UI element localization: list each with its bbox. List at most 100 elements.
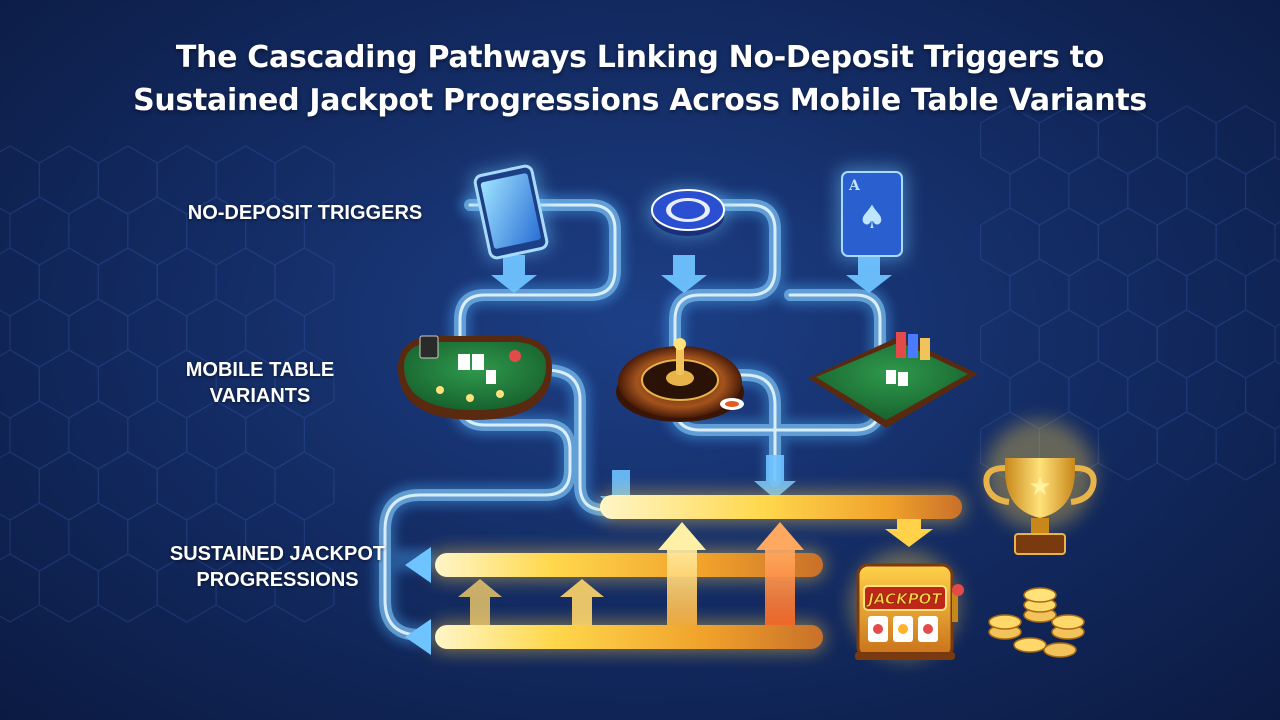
upward-progression-arrows	[458, 522, 804, 625]
hexagon-shape	[1156, 309, 1217, 379]
hexagon-shape	[97, 553, 158, 623]
label-line: MOBILE TABLE	[185, 359, 335, 381]
arrow-left-icon	[405, 619, 431, 655]
poker-table-icon	[808, 332, 978, 428]
hexagon-shape	[1068, 156, 1129, 226]
star-icon: ★	[1028, 472, 1051, 502]
hexagon-shape	[68, 196, 129, 266]
hexagon-shape	[97, 451, 158, 521]
arrow-up-icon	[756, 522, 804, 550]
hexagon-shape	[274, 247, 335, 317]
slot-jackpot-text: JACKPOT	[865, 590, 943, 608]
stage-label-no-deposit-triggers: NO-DEPOSIT TRIGGERS	[165, 200, 445, 226]
hexagon-shape	[97, 349, 158, 419]
hexagon-shape	[215, 145, 276, 215]
arrow-left-icon	[405, 547, 431, 583]
hexagon-shape	[274, 349, 335, 419]
ace-of-spades-card-icon: A ♠	[838, 168, 906, 260]
hexagon-shape	[1097, 411, 1158, 481]
blackjack-table-icon	[398, 335, 552, 420]
hexagon-shape	[38, 247, 99, 317]
hexagon-shape	[1097, 105, 1158, 175]
hexagon-shape	[1186, 360, 1247, 430]
hexagon-background-pattern	[0, 105, 1280, 623]
hexagon-shape	[1156, 207, 1217, 277]
hexagon-shape	[68, 400, 129, 470]
hexagon-shape	[1186, 156, 1247, 226]
hexagon-shape	[156, 145, 217, 215]
hexagon-shape	[1038, 309, 1099, 379]
trophy-icon: ★	[983, 420, 1097, 555]
hexagon-shape	[127, 298, 188, 368]
hexagon-shape	[1127, 156, 1188, 226]
arrow-up-icon	[560, 579, 604, 625]
hexagon-shape	[0, 451, 40, 521]
gold-coins-icon	[988, 587, 1085, 658]
stage-label-sustained-jackpot-progressions: SUSTAINED JACKPOT PROGRESSIONS	[145, 541, 410, 593]
spade-icon: ♠	[858, 198, 887, 236]
hexagon-shape	[38, 145, 99, 215]
hexagon-shape	[1038, 207, 1099, 277]
hexagon-shape	[97, 247, 158, 317]
hexagon-shape	[186, 196, 247, 266]
poker-chip-icon	[648, 188, 728, 236]
arrow-down-icon	[491, 255, 537, 293]
hexagon-shape	[1215, 207, 1276, 277]
hexagon-shape	[9, 298, 70, 368]
hexagon-shape	[980, 309, 1040, 379]
hexagon-shape	[1245, 360, 1280, 430]
page-title-line-2: Sustained Jackpot Progressions Across Mo…	[133, 83, 1147, 118]
arrow-down-icon	[661, 255, 707, 293]
arrow-down-icon	[754, 455, 796, 499]
label-line: SUSTAINED JACKPOT	[169, 543, 386, 565]
hexagon-shape	[1009, 360, 1070, 430]
hexagon-shape	[215, 247, 276, 317]
smartphone-icon	[471, 163, 551, 261]
hexagon-shape	[1156, 105, 1217, 175]
hexagon-shape	[1009, 156, 1070, 226]
hexagon-shape	[245, 298, 305, 368]
hexagon-shape	[274, 553, 335, 623]
hexagon-shape	[0, 247, 40, 317]
hexagon-shape	[1038, 105, 1099, 175]
page-title-line-1: The Cascading Pathways Linking No-Deposi…	[175, 40, 1105, 75]
hexagon-shape	[68, 502, 129, 572]
hexagon-shape	[245, 502, 305, 572]
jackpot-slot-machine-icon: JACKPOT	[850, 550, 964, 660]
hexagon-shape	[156, 349, 217, 419]
hexagon-shape	[9, 502, 70, 572]
hexagon-shape	[1009, 258, 1070, 328]
hexagon-shape	[215, 349, 276, 419]
hexagon-shape	[186, 298, 247, 368]
gold-progression-bars	[405, 492, 965, 655]
hexagon-shape	[0, 553, 40, 623]
hexagon-shape	[1186, 258, 1247, 328]
hexagon-shape	[245, 196, 305, 266]
hexagon-shape	[245, 400, 305, 470]
card-rank: A	[848, 178, 861, 194]
hexagon-shape	[38, 451, 99, 521]
hexagon-shape	[980, 207, 1040, 277]
hexagon-shape	[1245, 156, 1280, 226]
hexagon-shape	[1215, 411, 1276, 481]
hexagon-shape	[127, 502, 188, 572]
hexagon-shape	[186, 502, 247, 572]
hexagon-shape	[97, 145, 158, 215]
hexagon-shape	[1156, 411, 1217, 481]
hexagon-shape	[1097, 309, 1158, 379]
hexagon-shape	[274, 145, 335, 215]
hexagon-shape	[215, 451, 276, 521]
roulette-wheel-icon	[616, 338, 744, 422]
hexagon-shape	[1127, 360, 1188, 430]
hexagon-shape	[274, 451, 335, 521]
hexagon-shape	[68, 298, 129, 368]
hexagon-shape	[1215, 105, 1276, 175]
arrow-up-icon	[658, 522, 706, 550]
hexagon-shape	[0, 145, 40, 215]
hexagon-shape	[127, 196, 188, 266]
hexagon-shape	[9, 400, 70, 470]
arrow-down-icon	[885, 519, 933, 547]
hexagon-shape	[127, 400, 188, 470]
